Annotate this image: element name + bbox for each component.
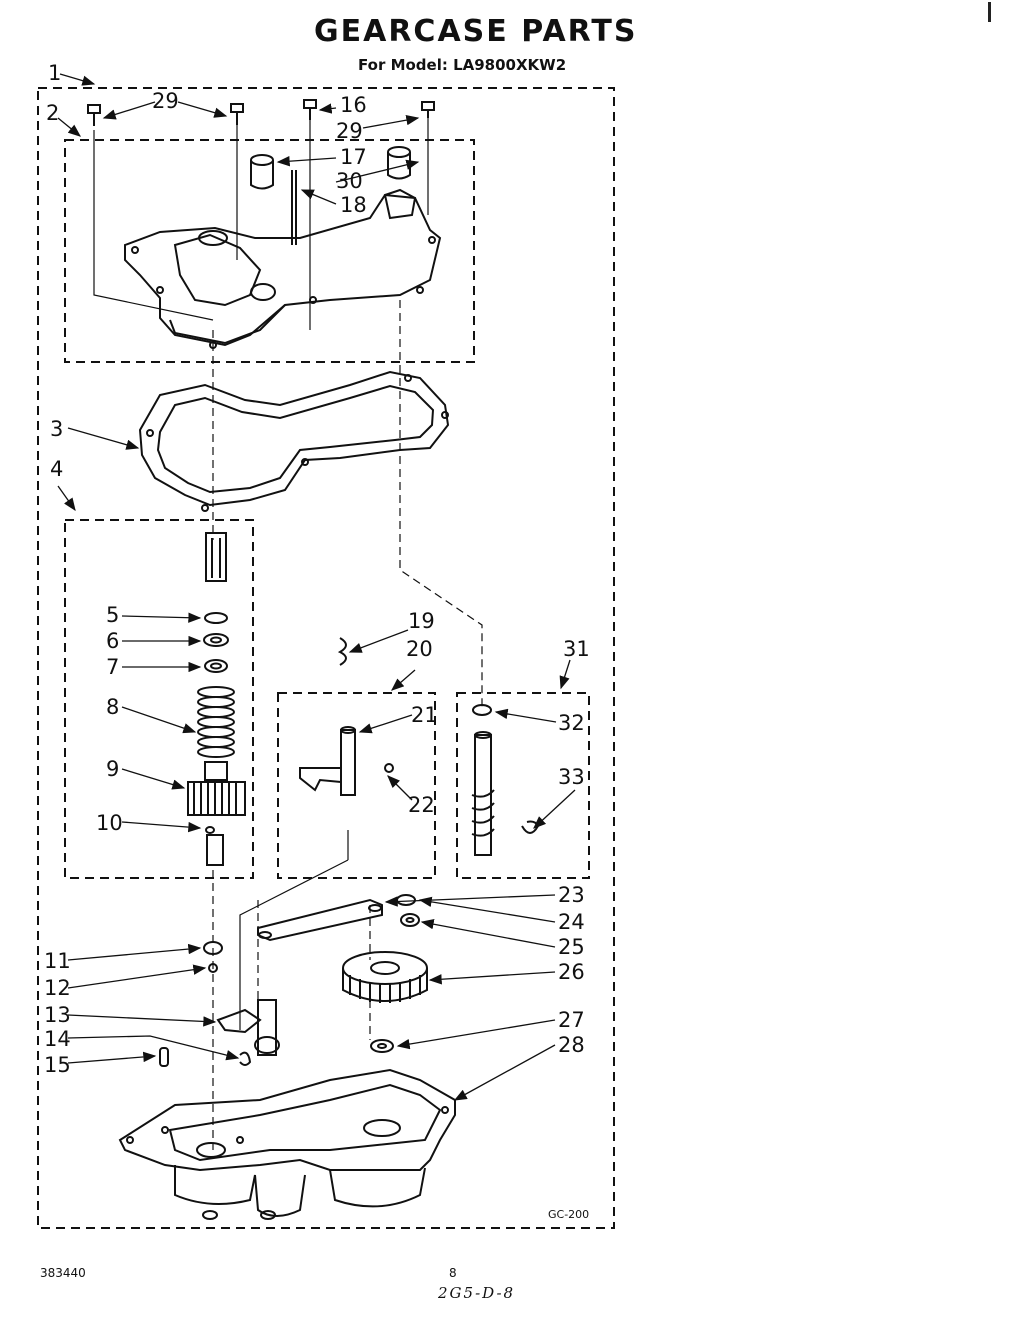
screw-16 (303, 99, 317, 109)
screw-29-right (421, 101, 435, 111)
washer-24 (396, 894, 416, 906)
washer-27 (370, 1039, 394, 1053)
callout-18: 18 (340, 193, 367, 217)
callout-6: 6 (106, 629, 119, 653)
ball-12 (208, 963, 218, 973)
callout-12: 12 (44, 976, 71, 1000)
callout-29-right: 29 (336, 119, 363, 143)
setscrew-22 (384, 763, 394, 773)
assembly-31-outline (456, 692, 590, 879)
clip-14 (239, 1051, 252, 1066)
callout-2: 2 (46, 101, 59, 125)
bushing-17 (250, 160, 274, 190)
link-arm-23 (257, 898, 383, 942)
bushing-30 (387, 152, 411, 180)
leader-solid-lines (93, 118, 429, 1030)
screw-29-left (87, 104, 101, 114)
page-number: 8 (449, 1266, 457, 1280)
callout-3: 3 (50, 417, 63, 441)
callout-33: 33 (558, 765, 585, 789)
washer-11 (203, 941, 223, 955)
washer-6 (203, 633, 229, 647)
callout-32: 32 (558, 711, 585, 735)
gearcase-base-28 (118, 1068, 456, 1220)
document-number: 383440 (40, 1266, 86, 1280)
callout-28: 28 (558, 1033, 585, 1057)
page-title: GEARCASE PARTS (314, 14, 638, 49)
spring-8 (197, 686, 235, 758)
washer-25 (400, 913, 420, 927)
assembly-1-outline (37, 87, 615, 1229)
assembly-20-outline (277, 692, 436, 879)
pin-15 (159, 1047, 169, 1067)
gasket-3 (138, 370, 450, 512)
gear-9 (187, 761, 246, 816)
callout-15: 15 (44, 1053, 71, 1077)
shaft-top (205, 532, 227, 582)
callout-29-left: 29 (152, 89, 179, 113)
callout-10: 10 (96, 811, 123, 835)
callout-24: 24 (558, 910, 585, 934)
callout-17: 17 (340, 145, 367, 169)
scan-edge-mark (988, 2, 991, 22)
callout-21: 21 (411, 703, 438, 727)
washer-5 (204, 612, 228, 624)
washer-7 (204, 659, 228, 673)
callout-14: 14 (44, 1027, 71, 1051)
assembly-2-outline (64, 139, 475, 363)
screw-29-center (230, 103, 244, 113)
callout-13: 13 (44, 1003, 71, 1027)
callout-5: 5 (106, 603, 119, 627)
drive-gear-26 (342, 951, 428, 1003)
washer-32 (472, 704, 492, 716)
callout-25: 25 (558, 935, 585, 959)
lower-parts (159, 894, 428, 1067)
shaft-21 (340, 729, 356, 796)
callout-9: 9 (106, 757, 119, 781)
callout-8: 8 (106, 695, 119, 719)
callout-arrows (57, 73, 576, 1101)
callout-19: 19 (408, 609, 435, 633)
callout-11: 11 (44, 949, 71, 973)
handwritten-note: 2G5-D-8 (438, 1284, 516, 1302)
shifter-assembly-20 (299, 637, 394, 796)
shift-fork (299, 767, 342, 792)
assembly-4-outline (64, 519, 254, 879)
gear-cover-2 (124, 188, 442, 349)
small-parts-top (87, 99, 435, 245)
shaft-assembly-31 (471, 704, 540, 856)
callout-22: 22 (408, 793, 435, 817)
callout-4: 4 (50, 457, 63, 481)
spring-19 (337, 637, 347, 666)
callout-30: 30 (336, 169, 363, 193)
callout-23: 23 (558, 883, 585, 907)
pinion-assembly-4 (187, 532, 246, 866)
shift-lever-13 (216, 999, 280, 1056)
callout-31: 31 (563, 637, 590, 661)
diagram-code: GC-200 (548, 1208, 589, 1221)
callout-1: 1 (48, 61, 61, 85)
callout-20: 20 (406, 637, 433, 661)
callout-labels: 1 2 29 16 29 17 30 18 3 4 5 6 7 8 9 10 1… (44, 61, 590, 1221)
callout-7: 7 (106, 655, 119, 679)
callout-27: 27 (558, 1008, 585, 1032)
callout-26: 26 (558, 960, 585, 984)
model-subtitle: For Model: LA9800XKW2 (358, 56, 567, 74)
callout-16: 16 (340, 93, 367, 117)
clip-10 (205, 826, 215, 834)
